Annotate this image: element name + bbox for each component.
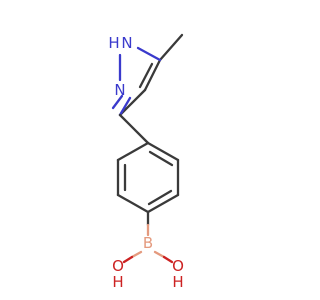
bond-c5-n1 xyxy=(136,46,162,62)
bond-b-o1-oxygen-half xyxy=(122,255,134,264)
bond-c5-c4-double xyxy=(138,62,154,89)
atom-h-on-o2: H xyxy=(172,273,183,291)
benzene-bond-6 xyxy=(116,141,150,162)
benzene-bond-4 xyxy=(116,193,150,214)
atom-o1: O xyxy=(112,257,124,275)
atom-h-on-o1: H xyxy=(112,273,123,291)
atom-o2: O xyxy=(172,257,184,275)
benzene-bond-3 xyxy=(146,193,180,214)
bond-b-o1-boron-half xyxy=(130,250,143,259)
benzene-inner-bond-1 xyxy=(148,150,174,167)
bond-c3-n2-double xyxy=(111,94,124,110)
atom-n1: N xyxy=(121,34,132,52)
bond-c3-n2 xyxy=(118,96,132,117)
atom-h-on-n1: H xyxy=(108,34,119,52)
molecule-diagram: H N N B O H O H xyxy=(108,33,184,291)
benzene-inner-bond-2 xyxy=(147,189,173,206)
atom-b: B xyxy=(143,234,153,252)
bond-c4-c3 xyxy=(118,88,147,117)
bond-pyrazole-benzene xyxy=(118,113,150,145)
bond-b-o2-boron-half xyxy=(153,250,166,259)
bond-c5-c4 xyxy=(143,58,162,92)
bond-b-o2-oxygen-half xyxy=(162,255,174,264)
methyl-bond xyxy=(158,33,184,62)
atom-n2: N xyxy=(114,81,125,99)
benzene-bond-1 xyxy=(146,141,180,162)
